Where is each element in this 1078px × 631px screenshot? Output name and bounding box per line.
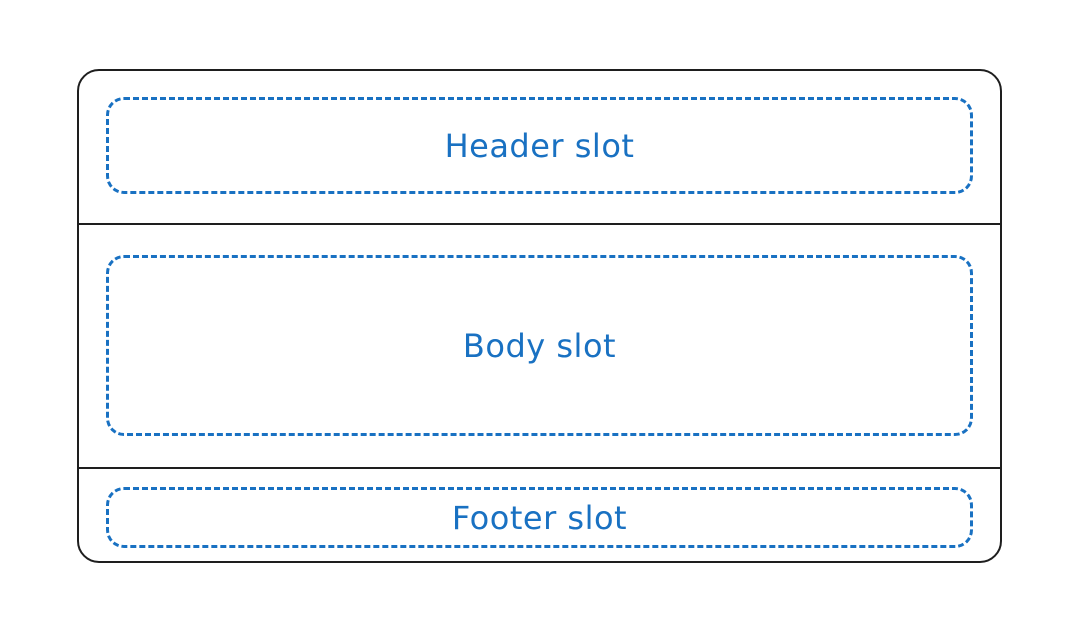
footer-slot-label: Footer slot — [451, 498, 628, 537]
header-slot-label: Header slot — [444, 126, 635, 165]
header-slot: Header slot — [106, 97, 973, 194]
footer-divider — [77, 467, 1002, 469]
layout-card — [77, 69, 1002, 563]
body-slot-label: Body slot — [462, 326, 617, 365]
footer-slot: Footer slot — [106, 487, 973, 548]
header-divider — [77, 223, 1002, 225]
body-slot: Body slot — [106, 255, 973, 436]
